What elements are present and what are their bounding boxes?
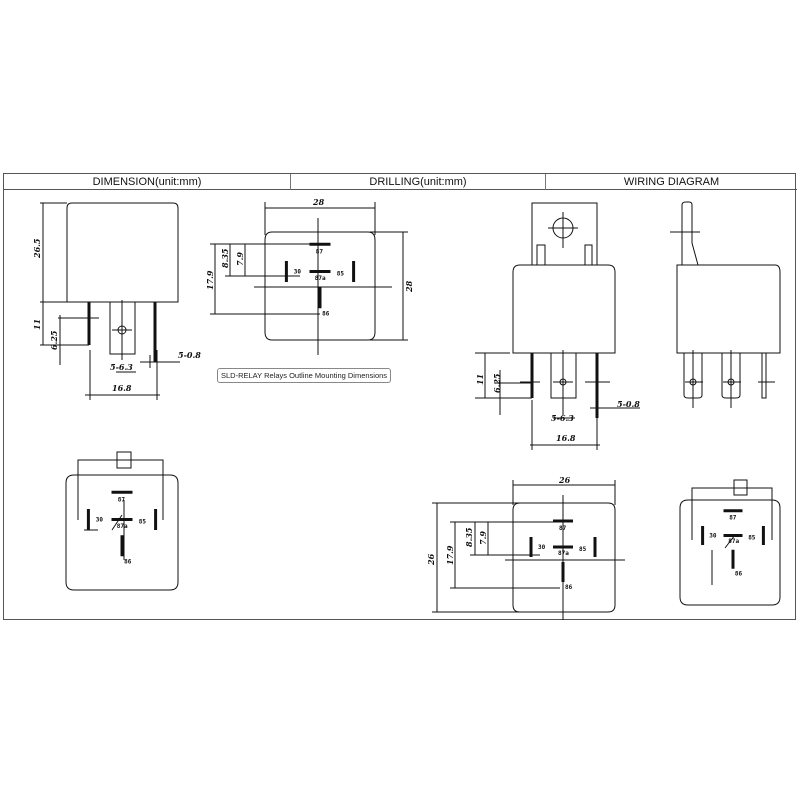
relay-bracket-side [670,201,781,408]
dim-pin-thickness: 5-0.8 [178,350,201,360]
svg-text:26: 26 [426,553,436,566]
pin-label-87a: 87a [315,275,326,282]
svg-text:17.9: 17.9 [205,270,215,290]
svg-text:17.9: 17.9 [445,545,455,565]
dim-pin-span: 16.8 [112,383,132,393]
svg-text:6.25: 6.25 [492,373,502,393]
pin-label-86: 86 [735,570,743,577]
pin-label-30: 30 [538,544,546,551]
svg-text:5-6.3: 5-6.3 [551,413,574,423]
drilling-pattern-28: 28 28 17.9 8.35 7.9 87 30 85 87a 86 [205,197,414,355]
svg-text:11: 11 [475,374,485,385]
pin-label-30: 30 [709,532,717,539]
dim-pin-hole: 6.25 [49,330,59,350]
header-wiring: WIRING DIAGRAM [546,174,797,190]
relay-bracket-front: 11 6.25 5-6.3 16.8 5-0.8 [475,202,640,450]
dim-pin-width: 5-6.3 [110,362,133,372]
svg-text:28: 28 [404,280,414,293]
pin-label-85: 85 [139,519,147,526]
pin-label-30: 30 [96,517,104,524]
pin-label-86: 86 [124,559,132,566]
pin-label-87: 87 [118,497,126,504]
pin-label-85: 85 [337,271,345,278]
svg-text:8.35: 8.35 [220,248,230,268]
wiring-diagram-left: 87 30 85 87a 86 [65,451,179,591]
svg-text:5-0.8: 5-0.8 [617,399,640,409]
caption-label: SLD-RELAY Relays Outline Mounting Dimens… [217,368,392,383]
relay-side-dimension: 26.5 11 6.25 5-6.3 16.8 5-0.8 [32,202,201,400]
pin-label-87a: 87a [728,538,739,545]
svg-text:16.8: 16.8 [556,433,576,443]
wiring-diagram-right: 87 30 85 87a 86 [679,479,781,606]
spec-table: DIMENSION(unit:mm) DRILLING(unit:mm) WIR… [3,173,797,620]
header-dimension: DIMENSION(unit:mm) [4,174,291,190]
svg-text:7.9: 7.9 [478,531,488,545]
pin-label-87a: 87a [117,523,128,530]
svg-text:26: 26 [558,475,571,485]
pin-label-86: 86 [322,311,330,318]
pin-label-87: 87 [559,525,567,532]
dim-pin-length: 11 [32,319,42,330]
svg-text:7.9: 7.9 [235,252,245,266]
pin-label-87a: 87a [558,550,569,557]
pin-label-86: 86 [565,584,573,591]
dim-height: 26.5 [32,238,42,259]
pin-label-30: 30 [294,269,302,276]
pin-label-85: 85 [579,546,587,553]
drilling-pattern-26: 26 26 17.9 8.35 7.9 87 30 85 87a 86 [426,475,625,620]
svg-text:28: 28 [312,197,325,207]
pin-label-85: 85 [748,534,756,541]
svg-text:8.35: 8.35 [464,527,474,547]
pin-label-87: 87 [729,514,737,521]
pin-label-87: 87 [316,249,324,256]
header-drilling: DRILLING(unit:mm) [291,174,546,190]
